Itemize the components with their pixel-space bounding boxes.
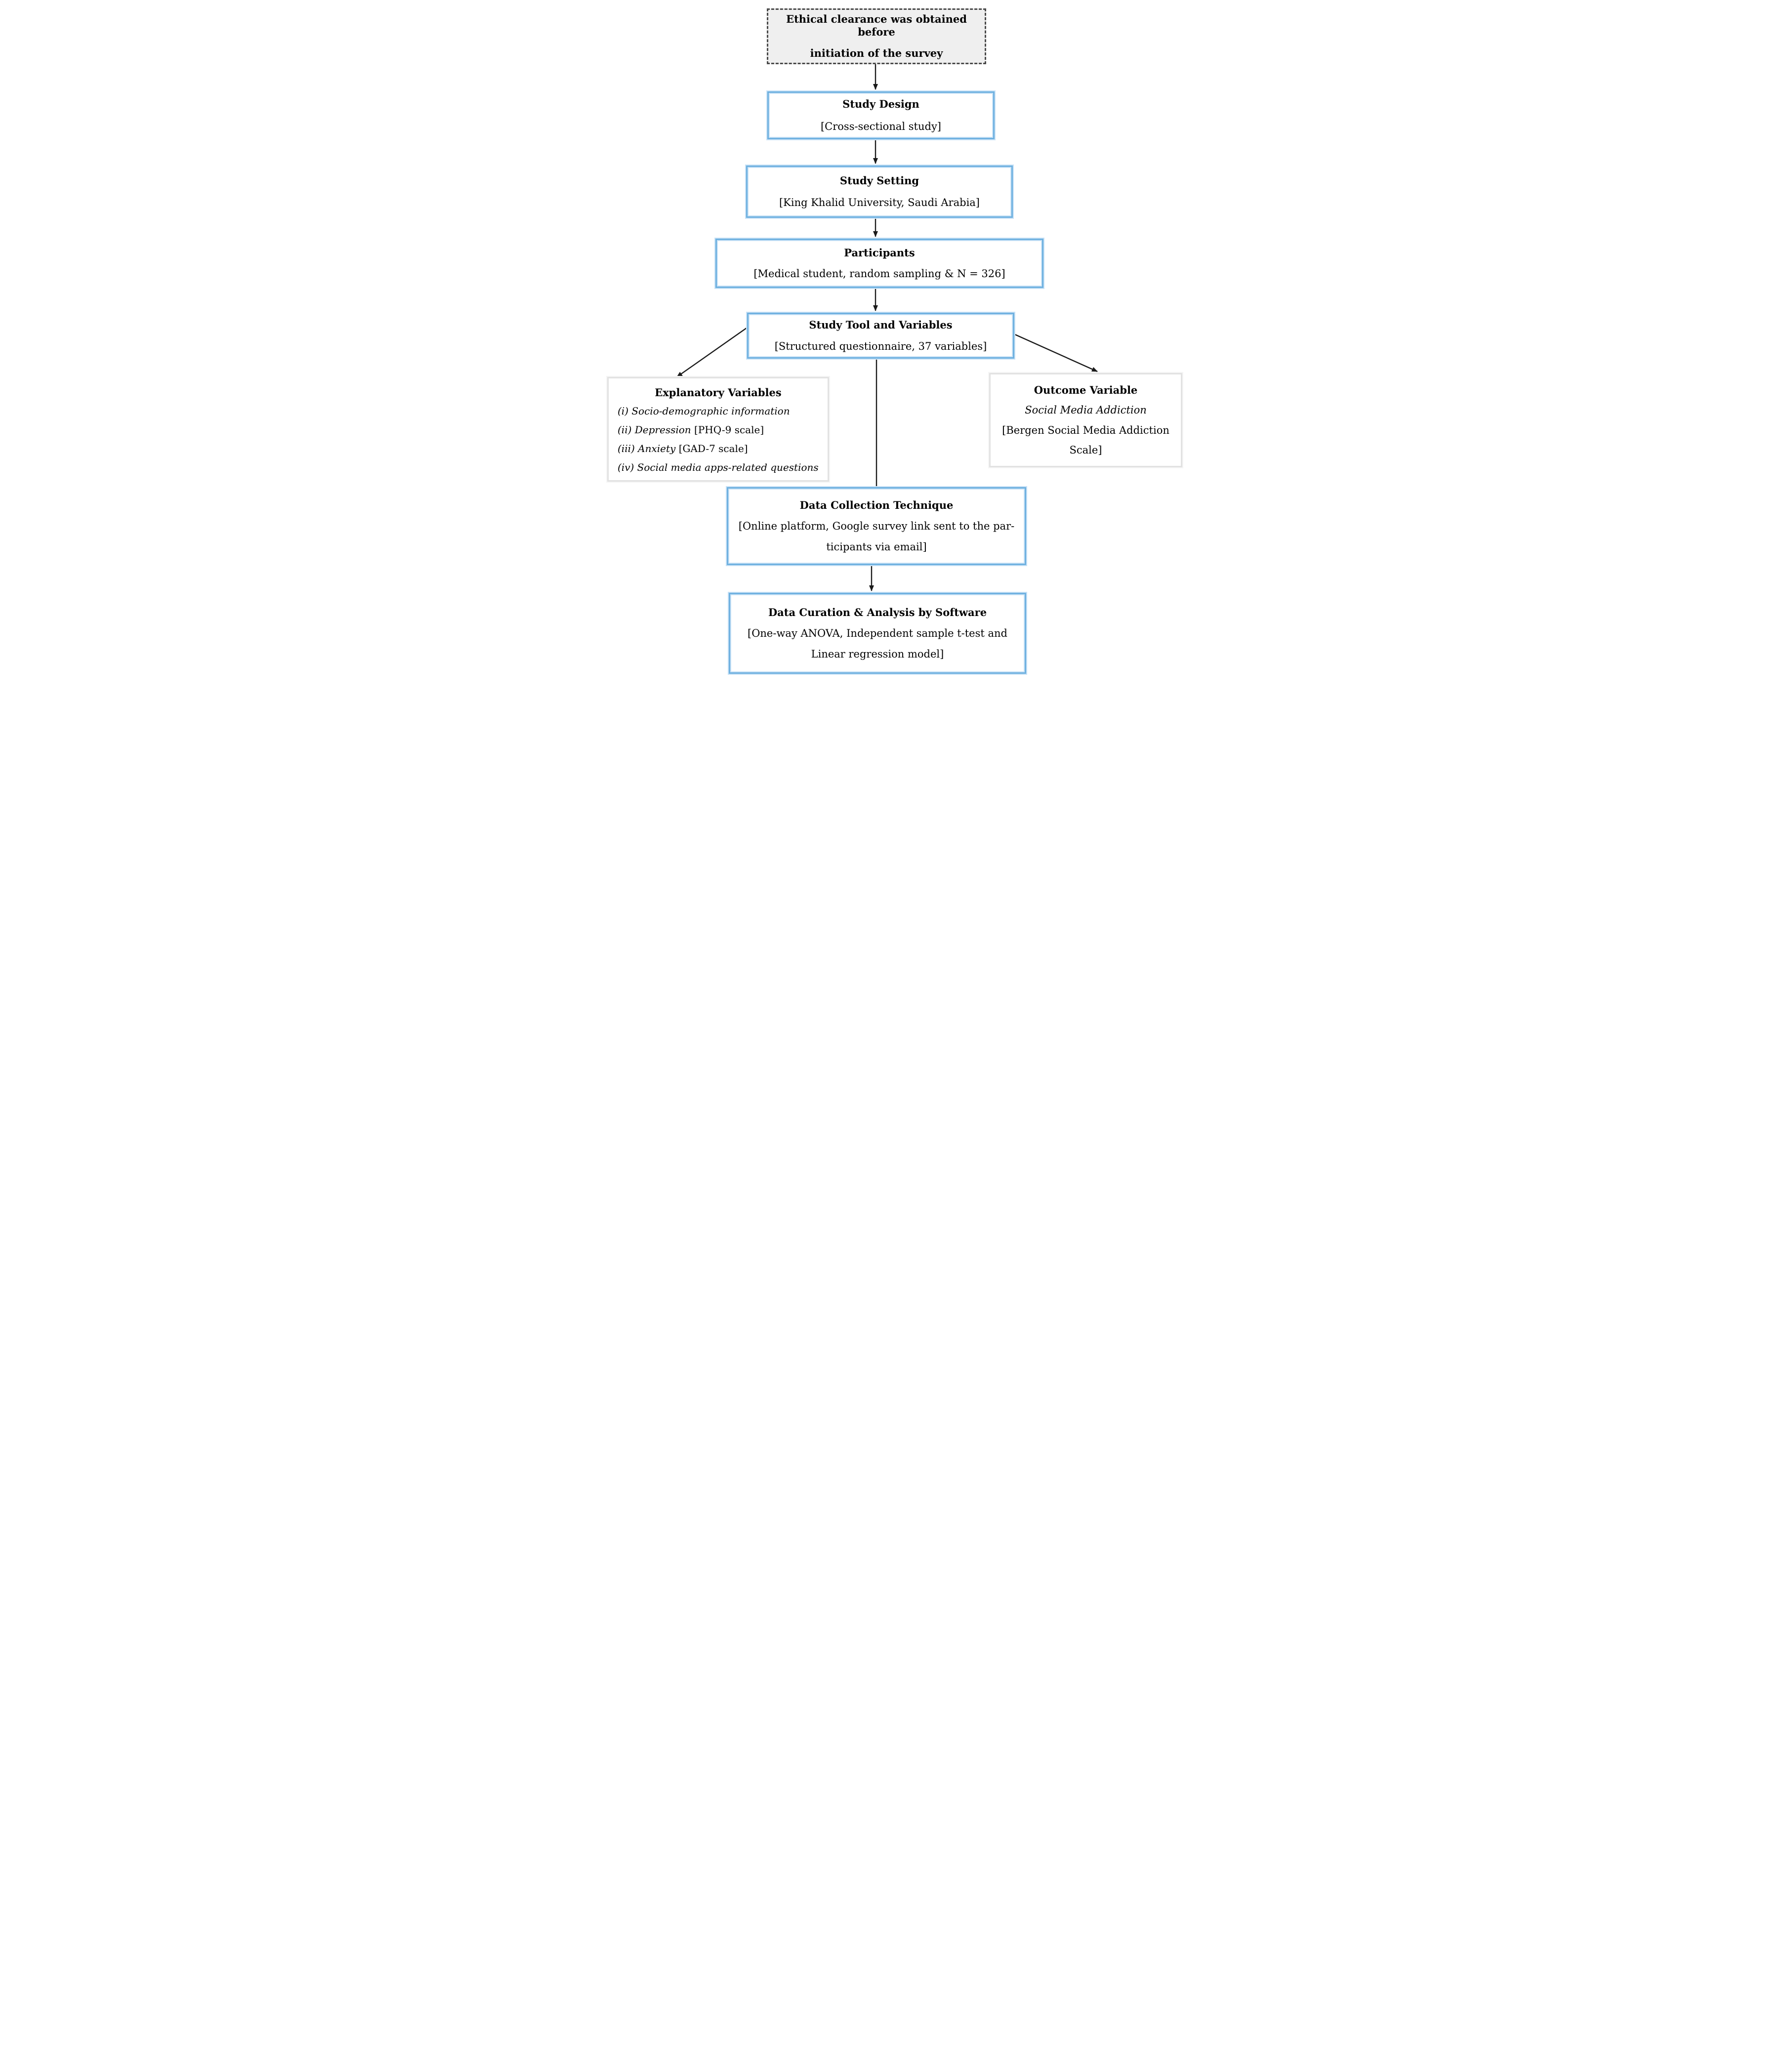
- data-collection-detail-line1: [Online platform, Google survey link sen…: [738, 520, 1015, 532]
- flowchart-figure: Ethical clearance was obtained before in…: [597, 0, 1195, 686]
- participants-detail: [Medical student, random sampling & N = …: [753, 268, 1005, 280]
- explanatory-item-list: (i) Socio-demographic information (ii) D…: [615, 405, 822, 474]
- explanatory-item: (i) Socio-demographic information: [618, 405, 819, 417]
- study-setting-box: Study Setting [King Khalid University, S…: [746, 165, 1013, 218]
- explanatory-title: Explanatory Variables: [655, 386, 782, 399]
- study-tool-title: Study Tool and Variables: [809, 319, 953, 331]
- explanatory-item-italic: (iii) Anxiety: [618, 443, 679, 455]
- outcome-detail-line1: [Bergen Social Media Addiction: [1002, 424, 1169, 436]
- ethics-note-line1: Ethical clearance was obtained before: [786, 13, 967, 39]
- ethics-note-box: Ethical clearance was obtained before in…: [767, 8, 986, 64]
- explanatory-variables-box: Explanatory Variables (i) Socio-demograp…: [607, 377, 829, 482]
- explanatory-item-italic: (i) Socio-demographic information: [618, 405, 790, 417]
- explanatory-item-regular: [PHQ-9 scale]: [694, 424, 764, 436]
- explanatory-item: (iv) Social media apps-related questions: [618, 461, 819, 474]
- participants-title: Participants: [844, 246, 915, 259]
- study-setting-detail: [King Khalid University, Saudi Arabia]: [779, 197, 980, 208]
- outcome-variable-box: Outcome Variable Social Media Addiction …: [989, 373, 1182, 467]
- ethics-note-line2: initiation of the survey: [810, 46, 943, 59]
- outcome-subtitle: Social Media Addiction: [1025, 404, 1147, 416]
- study-setting-title: Study Setting: [839, 174, 919, 187]
- data-collection-detail-line2: ticipants via email]: [826, 541, 927, 553]
- study-tool-box: Study Tool and Variables [Structured que…: [747, 313, 1014, 359]
- data-collection-box: Data Collection Technique [Online platfo…: [727, 487, 1026, 565]
- arrow-tool-to-explanatory: [676, 328, 747, 377]
- outcome-title: Outcome Variable: [1034, 384, 1138, 396]
- explanatory-item: (iii) Anxiety [GAD-7 scale]: [618, 443, 819, 455]
- arrow-tool-to-outcome: [1014, 333, 1098, 372]
- data-curation-detail-line1: [One-way ANOVA, Independent sample t-tes…: [748, 627, 1007, 639]
- participants-box: Participants [Medical student, random sa…: [715, 239, 1043, 288]
- explanatory-item-italic: (iv) Social media apps-related questions: [618, 461, 819, 474]
- study-design-detail: [Cross-sectional study]: [820, 120, 942, 132]
- explanatory-item-italic: (ii) Depression: [618, 424, 695, 436]
- outcome-detail-line2: Scale]: [1069, 444, 1102, 456]
- explanatory-item-regular: [GAD-7 scale]: [678, 443, 748, 455]
- data-curation-detail-line2: Linear regression model]: [811, 648, 944, 660]
- study-design-box: Study Design [Cross-sectional study]: [767, 91, 995, 139]
- data-curation-box: Data Curation & Analysis by Software [On…: [729, 593, 1026, 674]
- data-curation-title: Data Curation & Analysis by Software: [768, 606, 987, 618]
- study-tool-detail: [Structured questionnaire, 37 variables]: [774, 340, 987, 352]
- data-collection-title: Data Collection Technique: [799, 498, 954, 511]
- study-design-title: Study Design: [842, 98, 919, 111]
- explanatory-item: (ii) Depression [PHQ-9 scale]: [618, 424, 819, 436]
